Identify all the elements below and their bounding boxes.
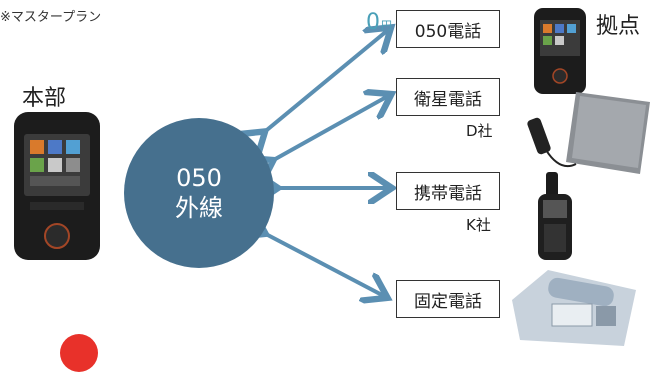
arrow-050 xyxy=(262,30,388,134)
arrow-landline xyxy=(262,232,384,296)
plan-note: ※マスタープラン xyxy=(0,10,102,25)
hub-line1: 050 xyxy=(176,164,222,192)
destination-label: 衛星電話 xyxy=(414,89,482,110)
carrier-k: K社 xyxy=(466,216,491,234)
destination-mobile-phone: 携帯電話 xyxy=(396,172,500,210)
rugged-mobile-icon xyxy=(538,172,572,260)
hub-line2: 外線 xyxy=(175,194,223,222)
zero-price-value: 0 xyxy=(366,10,380,35)
destination-label: 固定電話 xyxy=(414,291,482,312)
hq-label: 本部 xyxy=(22,86,67,111)
desk-telephone-icon xyxy=(512,270,636,346)
destination-satellite-phone: 衛星電話 xyxy=(396,78,500,116)
destination-050-phone: 050電話 xyxy=(396,10,500,48)
destination-landline: 固定電話 xyxy=(396,280,500,318)
satellite-terminal-icon xyxy=(527,92,650,174)
destination-label: 携帯電話 xyxy=(414,183,482,204)
destination-label: 050電話 xyxy=(414,21,482,42)
arrow-satellite xyxy=(270,96,388,162)
zero-price-unit: 円 xyxy=(381,19,392,32)
hq-phone-icon xyxy=(14,112,100,260)
base-phone-icon xyxy=(534,8,586,94)
zero-yen-price: 0円 xyxy=(366,10,392,35)
connection-arrows xyxy=(14,8,650,346)
base-label: 拠点 xyxy=(596,14,641,39)
red-badge-icon xyxy=(60,334,98,372)
carrier-d: D社 xyxy=(466,122,493,140)
hub-050-line: 050 外線 xyxy=(124,118,274,268)
